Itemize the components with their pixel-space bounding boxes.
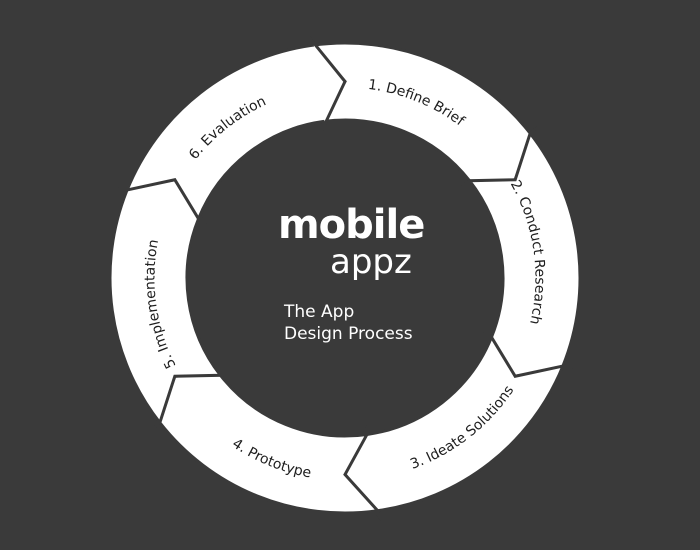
cycle-segment-4 bbox=[152, 370, 381, 515]
cycle-segment-6 bbox=[124, 35, 347, 223]
cycle-segment-1 bbox=[309, 41, 538, 186]
diagram-title-line-1: The App bbox=[284, 302, 355, 322]
brand-logo-main: mobile bbox=[278, 202, 425, 248]
diagram-title: The App Design Process bbox=[284, 301, 413, 345]
cycle-segment-5 bbox=[108, 178, 224, 426]
diagram-title-line-2: Design Process bbox=[284, 324, 413, 344]
cycle-segment-3 bbox=[343, 333, 566, 521]
brand-logo-sub: appz bbox=[330, 242, 412, 282]
cycle-segment-2 bbox=[466, 130, 582, 378]
